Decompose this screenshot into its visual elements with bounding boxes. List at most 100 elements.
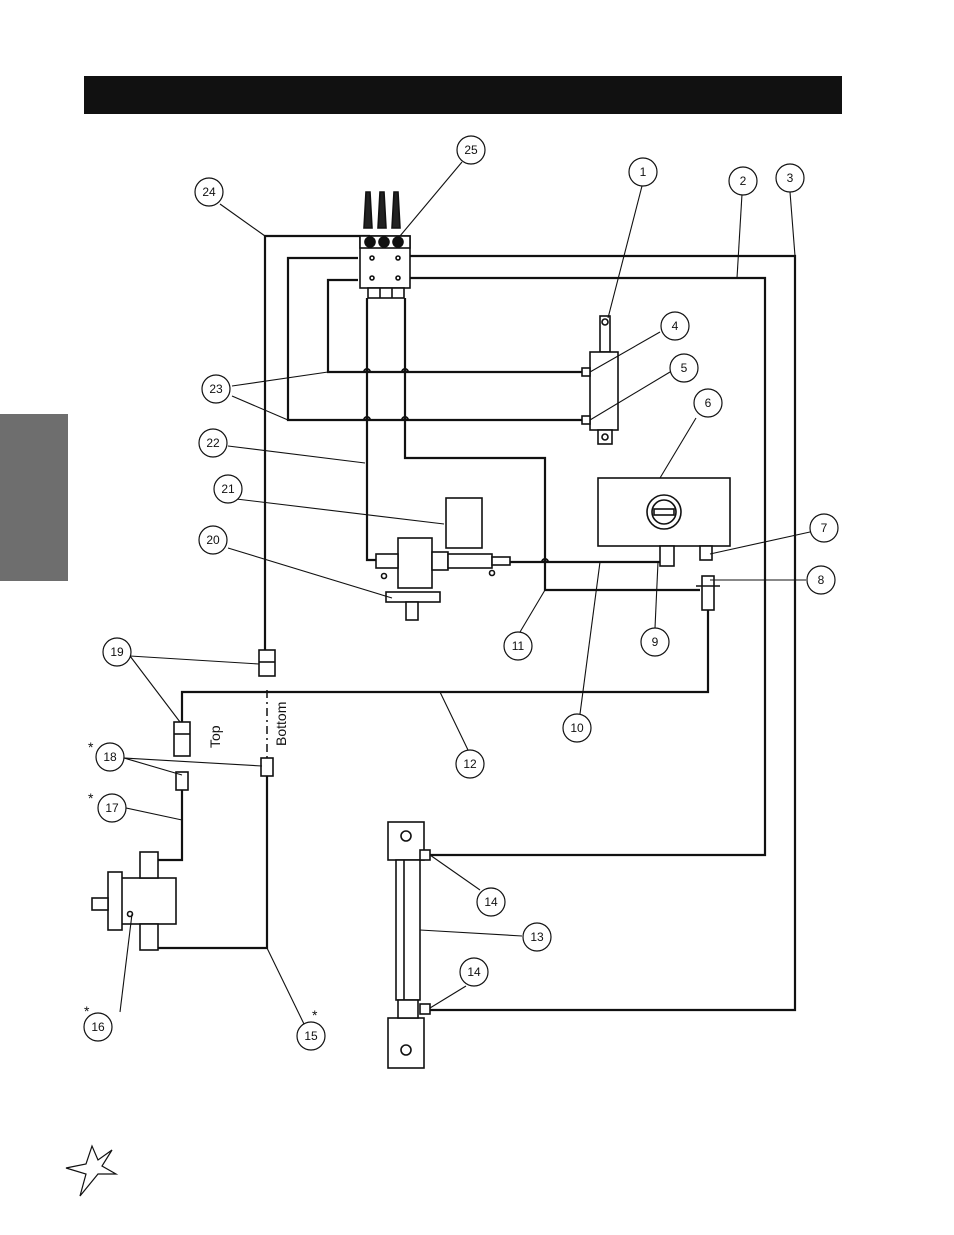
hose-23-lower <box>286 256 585 422</box>
svg-text:22: 22 <box>206 436 220 450</box>
label-top: Top <box>207 725 223 748</box>
header-bar <box>84 76 842 114</box>
lift-cylinder <box>387 821 431 1069</box>
motor-housing <box>445 497 483 549</box>
svg-text:15: 15 <box>304 1029 318 1043</box>
svg-text:20: 20 <box>206 533 220 547</box>
callout-5: 5 <box>669 353 699 383</box>
hose-3 <box>408 254 797 1012</box>
callout-11: 11 <box>503 631 533 661</box>
svg-text:6: 6 <box>705 396 712 410</box>
tee-fitting <box>701 575 715 611</box>
callout-23: 23 <box>201 374 231 404</box>
coupler-18-right <box>260 757 274 777</box>
asterisk-16: * <box>84 1003 90 1019</box>
svg-text:9: 9 <box>652 635 659 649</box>
hose-17 <box>158 788 184 862</box>
svg-text:3: 3 <box>787 171 794 185</box>
coupler-19-upper <box>258 649 276 677</box>
callout-2: 2 <box>728 166 758 196</box>
svg-text:18: 18 <box>103 750 117 764</box>
hose-23-upper <box>326 278 585 374</box>
coupler-19-lower <box>173 721 191 757</box>
brand-star-logo <box>65 1144 119 1197</box>
hose-12 <box>180 610 710 722</box>
hose-22 <box>365 298 380 562</box>
callout-22: 22 <box>198 428 228 458</box>
steering-cylinder <box>581 315 619 445</box>
callout-10: 10 <box>562 713 592 743</box>
callout-20: 20 <box>198 525 228 555</box>
svg-text:11: 11 <box>512 639 525 653</box>
crossing-mark <box>401 368 409 373</box>
callout-18: 18 <box>95 742 125 772</box>
svg-text:24: 24 <box>202 185 216 199</box>
asterisk-15: * <box>312 1007 318 1023</box>
callout-24: 24 <box>194 177 224 207</box>
hose-2 <box>410 276 767 857</box>
svg-text:2: 2 <box>740 174 747 188</box>
aux-pump <box>91 851 177 951</box>
valve-handle <box>363 191 373 229</box>
callout-14-lower: 14 <box>459 957 489 987</box>
svg-text:10: 10 <box>570 721 584 735</box>
crossing-mark <box>541 558 549 563</box>
svg-text:17: 17 <box>105 801 119 815</box>
aux-pump-body <box>119 877 177 925</box>
asterisk-marks: * * * * <box>84 739 318 1023</box>
line-crossings <box>363 368 549 563</box>
cylinder-bottom-clevis <box>387 1017 425 1069</box>
pump-shaft <box>405 601 419 621</box>
svg-text:13: 13 <box>530 930 544 944</box>
lift-cylinder-body <box>395 859 421 1001</box>
svg-text:14: 14 <box>467 965 481 979</box>
asterisk-18: * <box>88 739 94 755</box>
callout-8: 8 <box>806 565 836 595</box>
coupler-18-left <box>175 771 189 791</box>
svg-text:5: 5 <box>681 361 688 375</box>
quick-couplers <box>173 649 276 791</box>
valve-handle <box>377 191 387 229</box>
svg-text:19: 19 <box>110 645 124 659</box>
side-tab <box>0 414 68 581</box>
callout-6: 6 <box>693 388 723 418</box>
crossing-mark <box>401 416 409 421</box>
callout-15: 15 <box>296 1021 326 1051</box>
svg-text:12: 12 <box>463 757 477 771</box>
callout-19: 19 <box>102 637 132 667</box>
crossing-mark <box>363 416 371 421</box>
callout-3: 3 <box>775 163 805 193</box>
tank-fitting <box>699 545 713 561</box>
callout-1: 1 <box>628 157 658 187</box>
reservoir-tank <box>597 477 731 611</box>
tank-fitting <box>659 545 675 567</box>
valve-handle <box>391 191 401 229</box>
callout-12: 12 <box>455 749 485 779</box>
crossing-mark <box>363 368 371 373</box>
svg-text:1: 1 <box>640 165 647 179</box>
callout-16: 16 <box>83 1012 113 1042</box>
svg-text:8: 8 <box>818 573 825 587</box>
svg-text:16: 16 <box>91 1020 105 1034</box>
svg-text:7: 7 <box>821 521 828 535</box>
pump-body <box>397 537 433 589</box>
pump-assembly <box>375 497 511 621</box>
callout-17: 17 <box>97 793 127 823</box>
callout-13: 13 <box>522 922 552 952</box>
callout-7: 7 <box>809 513 839 543</box>
svg-text:23: 23 <box>209 382 223 396</box>
asterisk-17: * <box>88 790 94 806</box>
callout-25: 25 <box>456 135 486 165</box>
svg-text:21: 21 <box>221 482 235 496</box>
callout-4: 4 <box>660 311 690 341</box>
callout-14-upper: 14 <box>476 887 506 917</box>
label-bottom: Bottom <box>273 702 289 746</box>
hose-24 <box>263 234 370 650</box>
svg-text:4: 4 <box>672 319 679 333</box>
control-valve <box>359 191 411 299</box>
pump-mount-plate <box>385 591 441 603</box>
callout-21: 21 <box>213 474 243 504</box>
callouts: 1 2 3 4 5 6 7 8 9 10 11 12 13 14 14 15 1… <box>83 135 839 1051</box>
callout-9: 9 <box>640 627 670 657</box>
